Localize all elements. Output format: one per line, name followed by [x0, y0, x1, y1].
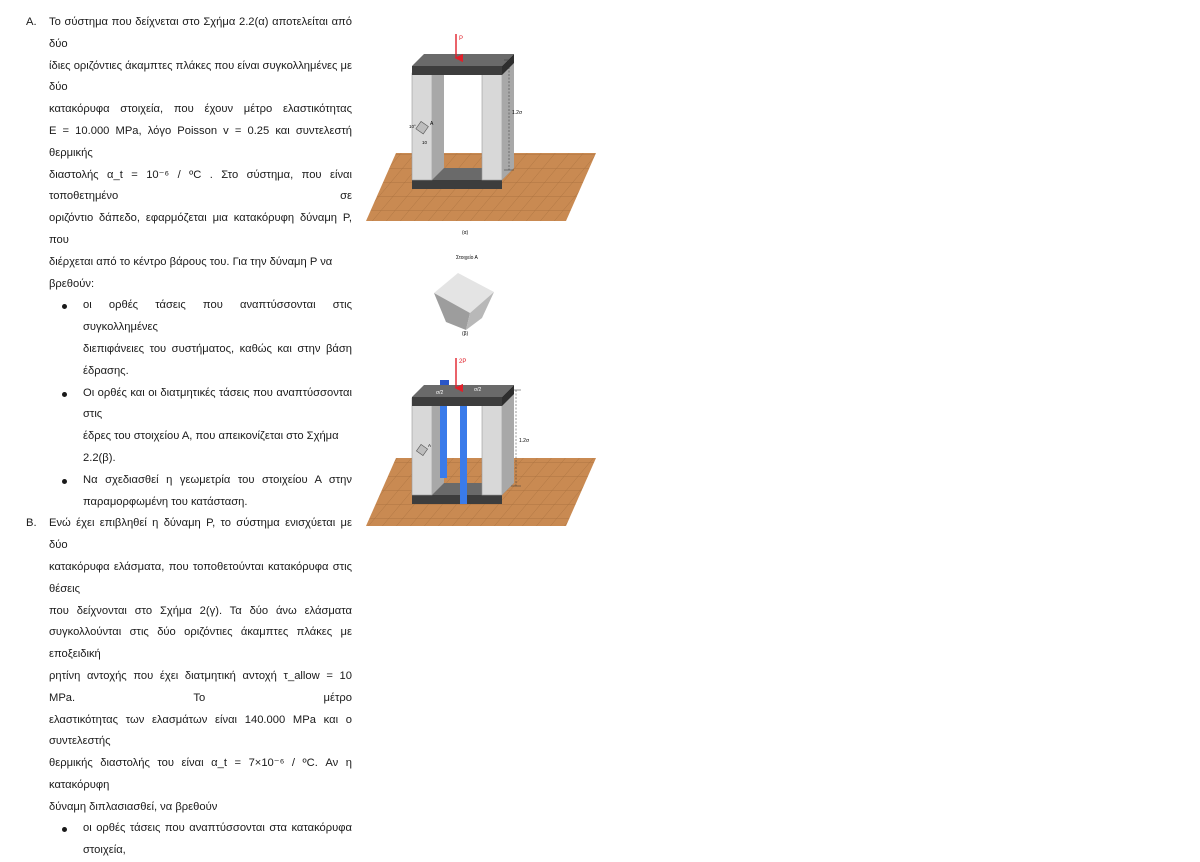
angle-label: 10° [409, 124, 416, 129]
part-a-list: οι ορθές τάσεις που αναπτύσσονται στις σ… [26, 295, 352, 513]
figure-a-caption: (α) [462, 230, 469, 236]
right-column-side [502, 63, 514, 180]
list-item: οι ορθές τάσεις που αναπτύσσονται στα κα… [26, 818, 352, 862]
figure-c: σ/2 σ/2 A 2P 1.2σ [366, 358, 596, 526]
bullet-icon [62, 391, 67, 397]
text-line: που δείχνονται στο Σχήμα 2(γ). Τα δύο άν… [49, 604, 352, 617]
text-line: θερμικής διαστολής του είναι α_t = 7×10⁻… [49, 757, 352, 791]
text-line: κατακόρυφα ελάσματα, που τοποθετούνται κ… [49, 560, 352, 595]
text-line: κατακόρυφα στοιχεία, που έχουν μέτρο ελα… [49, 103, 352, 116]
part-b-marker: Β. [26, 517, 37, 530]
bullet-icon [62, 827, 67, 833]
left-column-side [432, 63, 444, 180]
text-line: διαστολής α_t = 10⁻⁶ / ºC . Στο σύστημα,… [49, 168, 352, 203]
strip-left [440, 400, 447, 478]
bottom-plate-front [412, 495, 502, 504]
figure-b-title: Στοιχείο Α [456, 255, 479, 261]
list-item: οι ορθές τάσεις που αναπτύσσονται στις σ… [26, 295, 352, 382]
figure-a: A 10° 10 P 1.2σ (α) [366, 34, 596, 236]
right-column [481, 397, 503, 496]
text-line: ελαστικότητας των ελασμάτων είναι 140.00… [49, 713, 352, 748]
part-a: Α. Το σύστημα που δείχνεται στο Σχήμα 2.… [26, 12, 352, 295]
bullet-icon [62, 304, 67, 310]
top-plate-front [412, 397, 502, 406]
list-item: Να σχεδιασθεί η γεωμετρία του στοιχείου … [26, 470, 352, 514]
figure-b: Στοιχείο Α (β) [434, 255, 494, 337]
text-line: Ενώ έχει επιβληθεί η δύναμη P, το σύστημ… [49, 517, 352, 552]
element-a-icon [416, 444, 428, 456]
text-line: E = 10.000 MPa, λόγο Poisson v = 0.25 κα… [49, 124, 352, 159]
text-line: διέρχεται από το κέντρο βάρους του. Για … [49, 255, 333, 290]
top-plate-front [412, 66, 502, 75]
dim-label: 10 [422, 140, 428, 145]
text-line: Το σύστημα που δείχνεται στο Σχήμα 2.2(α… [49, 16, 352, 50]
load-label: P [459, 36, 463, 42]
strip-right [460, 400, 467, 504]
bottom-plate-front [412, 180, 502, 189]
top-left-label: σ/2 [436, 390, 443, 396]
element-a-icon [415, 121, 429, 135]
text-line: οριζόντιο δάπεδο, εφαρμόζεται μια κατακό… [49, 212, 352, 246]
height-label: 1.2σ [512, 110, 523, 116]
part-b-list: οι ορθές τάσεις που αναπτύσσονται στα κα… [26, 818, 352, 862]
text-line: συγκολλούνται στις δύο οριζόντιες άκαμπτ… [49, 626, 352, 661]
load-label: 2P [459, 359, 466, 365]
figures: A 10° 10 P 1.2σ (α) Στοιχείο Α (β) [366, 34, 596, 526]
part-a-marker: Α. [26, 16, 37, 28]
problem-text: Α. Το σύστημα που δείχνεται στο Σχήμα 2.… [26, 12, 352, 862]
bullet-icon [62, 478, 67, 484]
right-column [481, 72, 503, 181]
list-item: Οι ορθές και οι διατμητικές τάσεις που α… [26, 383, 352, 470]
cube-top [434, 273, 494, 313]
element-a-label: A [430, 121, 434, 127]
figure-b-caption: (β) [462, 331, 469, 337]
cube-left [434, 293, 470, 330]
text-line: ίδιες οριζόντιες άκαμπτες πλάκες που είν… [49, 59, 352, 94]
top-right-label: σ/2 [474, 387, 481, 393]
height-label: 1.2σ [519, 438, 530, 444]
top-plate-top [412, 54, 514, 66]
cube-right [466, 292, 494, 330]
part-b: Β. Ενώ έχει επιβληθεί η δύναμη P, το σύσ… [26, 513, 352, 818]
text-line: δύναμη διπλασιασθεί, να βρεθούν [49, 800, 218, 813]
text-line: ρητίνη αντοχής που έχει διατμητική αντοχ… [49, 669, 352, 704]
element-a-label: A [428, 443, 431, 448]
